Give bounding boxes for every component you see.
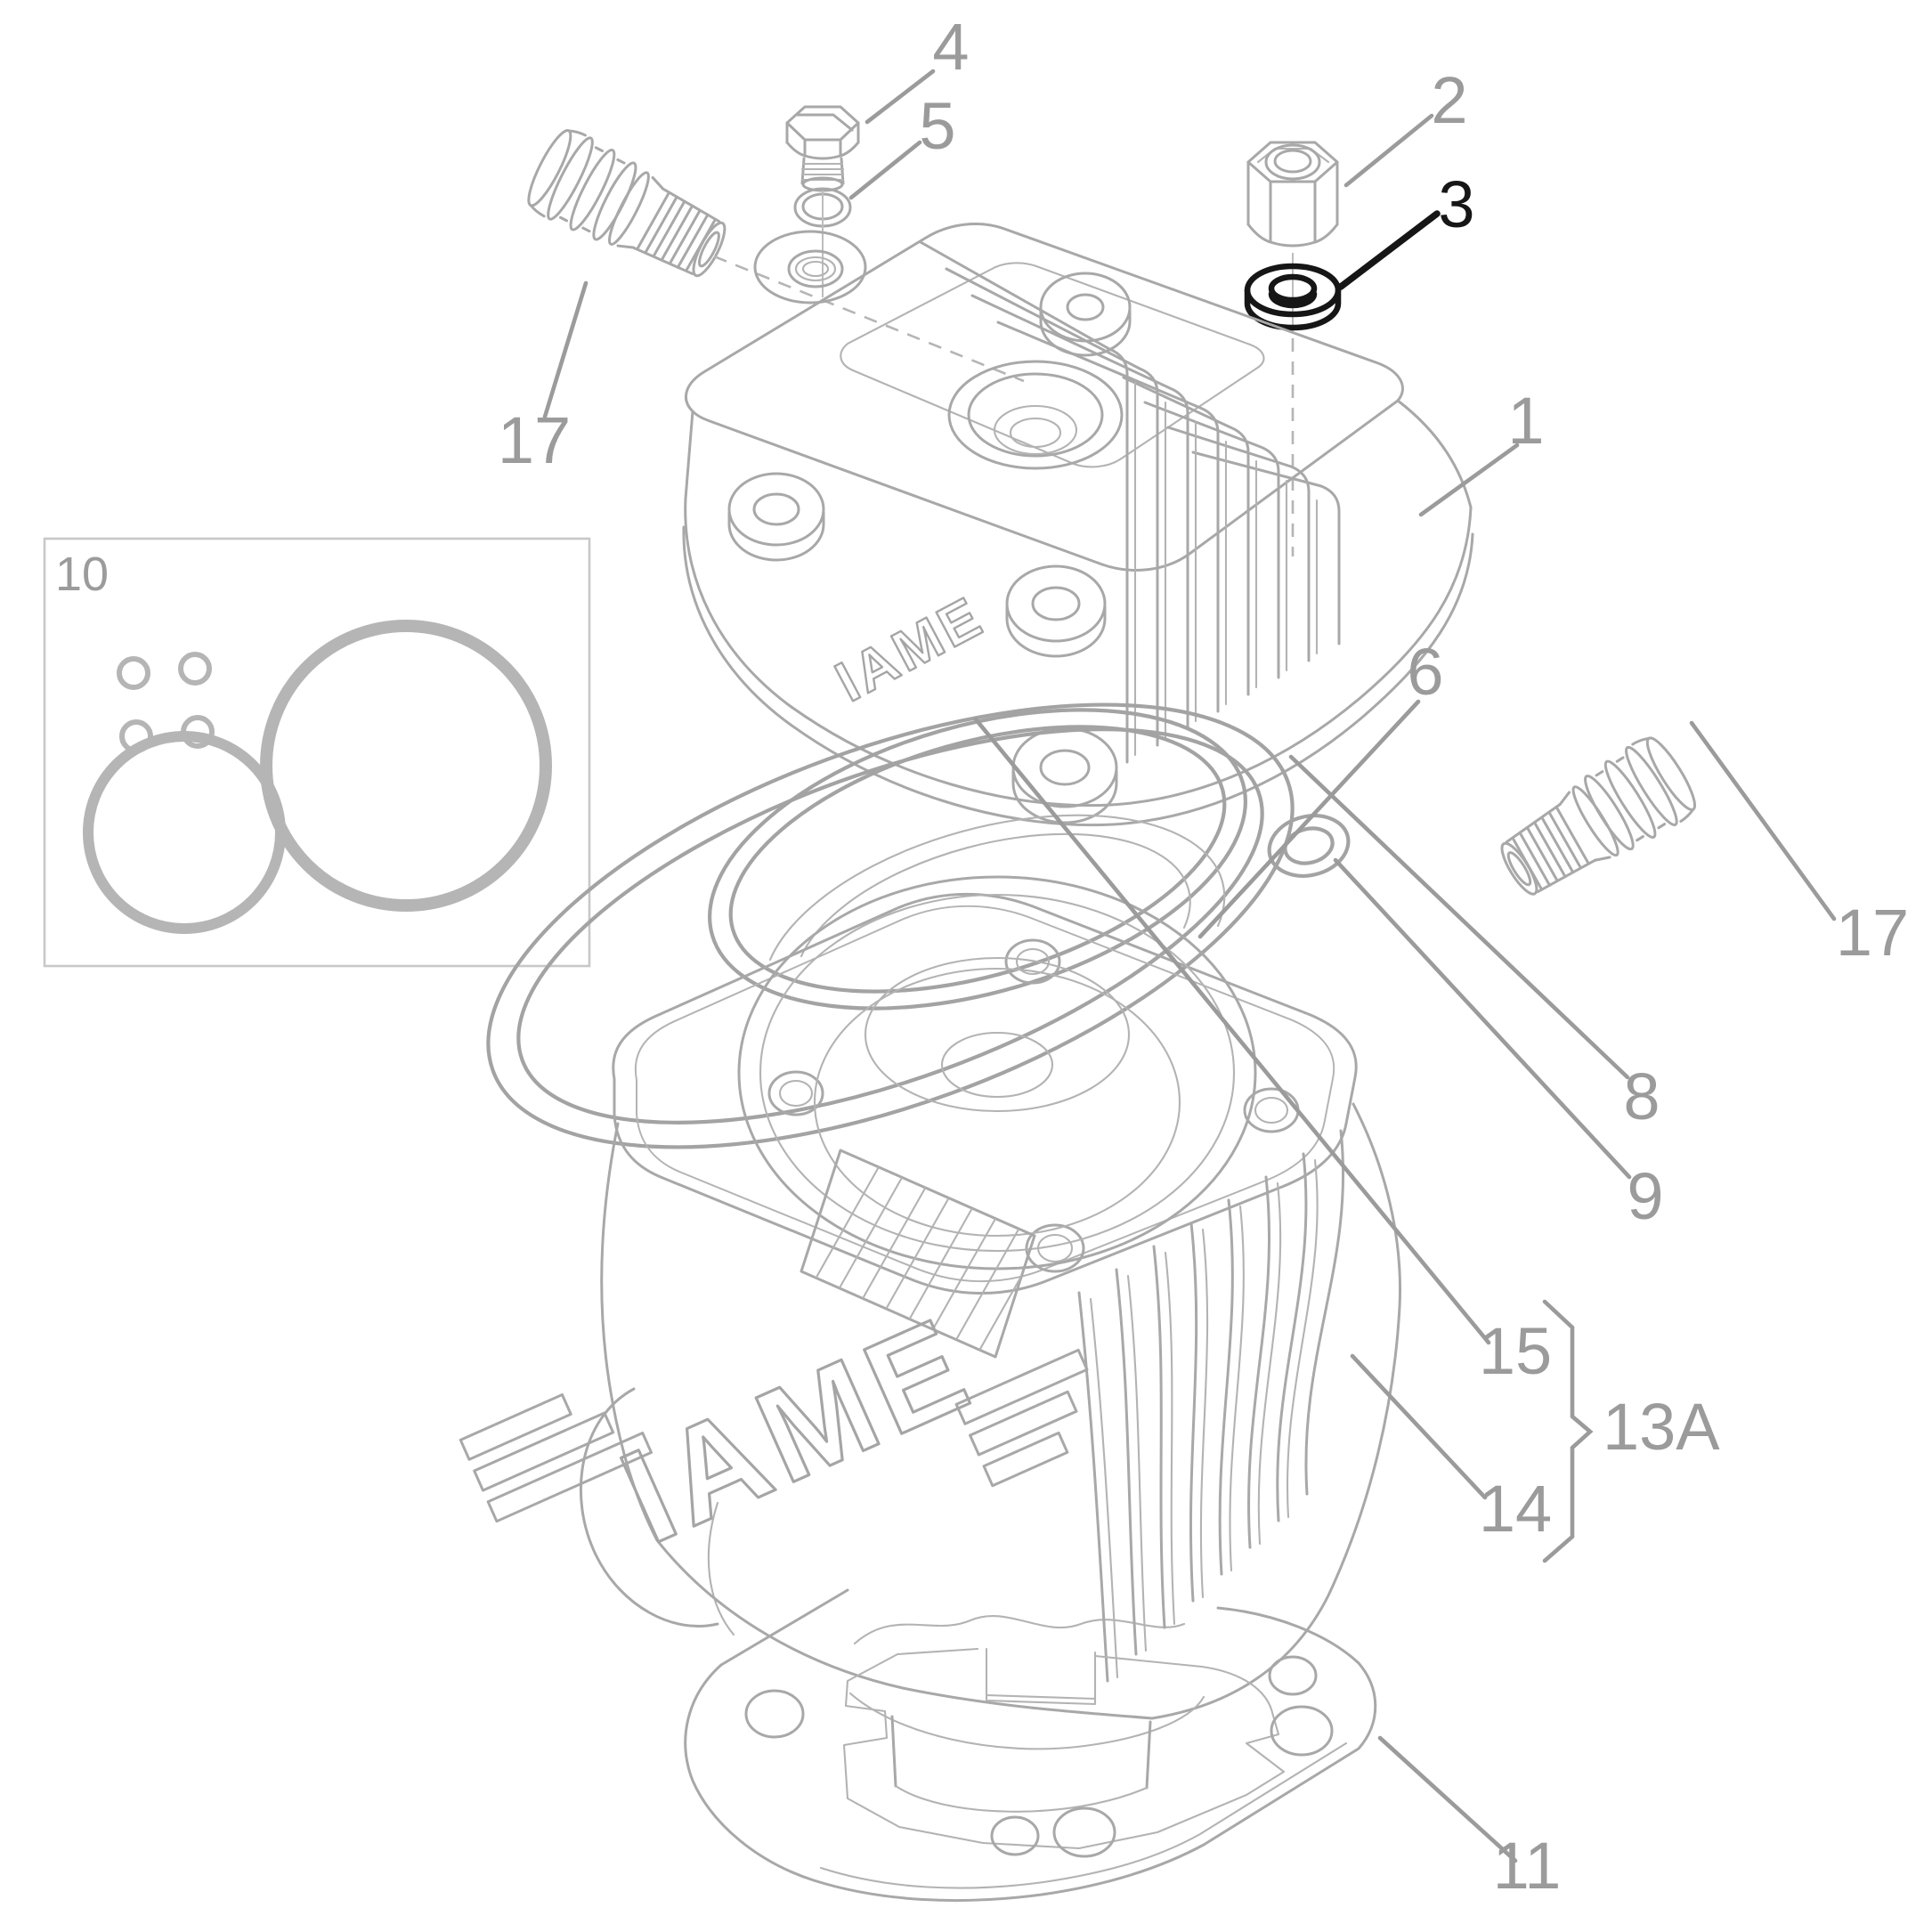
callout-3-highlighted: 3 <box>1438 167 1474 241</box>
cover-cooling-fins <box>919 240 1341 764</box>
part-water-fitting-right <box>1486 728 1705 913</box>
callout-17-right: 17 <box>1836 896 1909 970</box>
large-oring <box>260 620 552 912</box>
cylinder-plate-holes <box>767 938 1300 1273</box>
flange-holes <box>744 1655 1334 1858</box>
callout-17-left: 17 <box>498 403 571 477</box>
callout-labels: 1 2 3 4 5 6 8 9 10 11 13A 14 15 17 17 <box>55 10 1909 1903</box>
callout-5: 5 <box>919 89 955 163</box>
callout-10: 10 <box>55 548 109 601</box>
callout-15: 15 <box>1479 1314 1552 1388</box>
part-head-cover: IAME <box>682 223 1474 827</box>
callout-6: 6 <box>1407 635 1443 709</box>
bracket-13a <box>1542 1299 1594 1563</box>
cover-logo-text: IAME <box>825 583 994 713</box>
callout-leader-lines <box>542 69 1837 1863</box>
medium-oring <box>83 731 286 934</box>
fitting-axis-dashed <box>713 255 1025 383</box>
part-oring-kit-box <box>43 537 591 968</box>
small-oring-2 <box>178 652 212 686</box>
part-water-fitting-left <box>518 121 740 296</box>
cylinder-logo-text: IAME <box>601 1287 993 1571</box>
part-cap-nut <box>1246 141 1339 248</box>
callout-9: 9 <box>1627 1159 1663 1233</box>
callout-11: 11 <box>1493 1829 1562 1903</box>
small-oring-1 <box>117 656 150 690</box>
callout-13a: 13A <box>1603 1390 1720 1464</box>
callout-14: 14 <box>1479 1472 1552 1546</box>
cylinder-cooling-fins <box>1077 1129 1345 1683</box>
callout-8: 8 <box>1623 1059 1660 1133</box>
part-small-oring-hole <box>1267 814 1351 878</box>
part-washer-highlighted <box>1244 263 1342 331</box>
callout-1: 1 <box>1507 384 1544 458</box>
part-cylinder: IAME <box>459 814 1401 1813</box>
cover-screw-bosses <box>727 272 1132 824</box>
part-hex-plug-bolt <box>785 105 860 192</box>
kit-box-border <box>43 537 591 968</box>
highlighted-leader-line <box>1337 210 1441 290</box>
callout-2: 2 <box>1431 63 1467 137</box>
callout-4: 4 <box>932 10 969 84</box>
part-base-flange <box>684 1588 1377 1903</box>
